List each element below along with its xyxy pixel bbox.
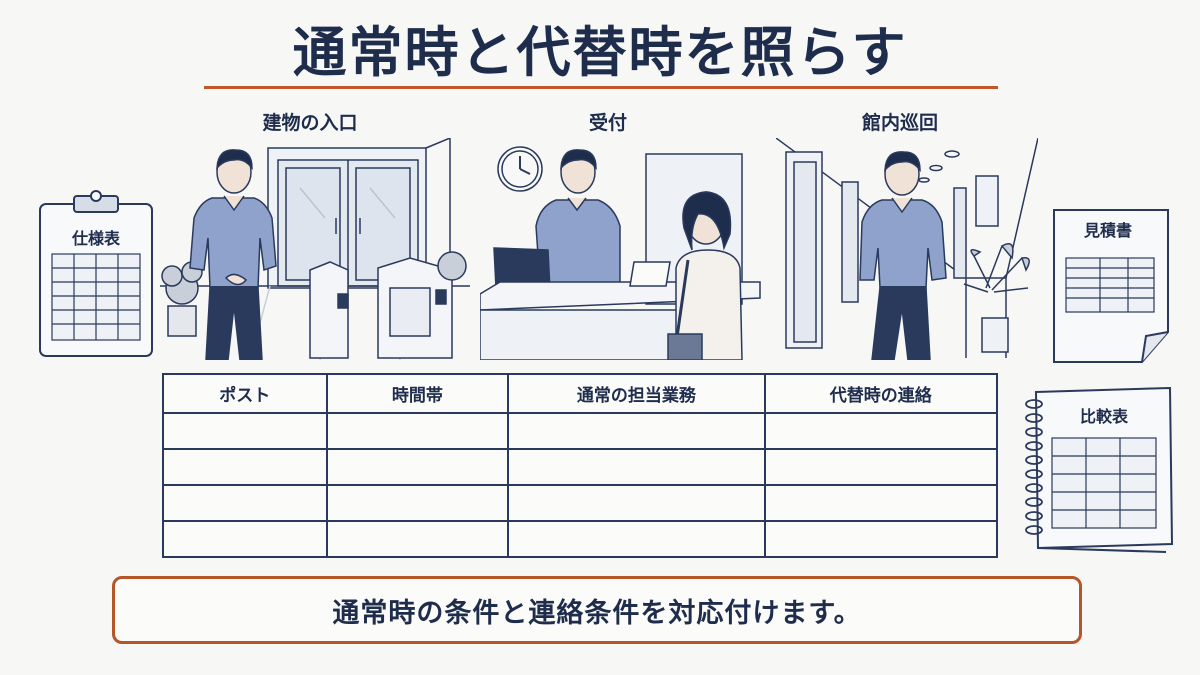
scene-label-patrol: 館内巡回 [861, 112, 938, 134]
table-cell [763, 520, 999, 558]
table-cell [162, 412, 328, 450]
reception-illustration [480, 146, 761, 360]
table-cell [162, 448, 328, 486]
table-cell [507, 412, 766, 450]
header-alternate-contact: 代替時の連絡 [763, 373, 999, 414]
table-cell [325, 448, 510, 486]
table-cell [763, 412, 999, 450]
table-row [162, 412, 999, 450]
caption-text: 通常時の条件と連絡条件を対応付けます。 [332, 597, 862, 629]
table-cell [325, 484, 510, 522]
table-row [162, 448, 999, 486]
table-cell [325, 412, 510, 450]
table-cell [507, 520, 766, 558]
table-cell [162, 484, 328, 522]
comparison-notebook: 比較表 [1025, 386, 1174, 553]
assignment-table: ポスト 時間帯 通常の担当業務 代替時の連絡 [162, 373, 999, 558]
estimate-label: 見積書 [1083, 221, 1132, 240]
comparison-label: 比較表 [1080, 407, 1129, 426]
header-normal-duty: 通常の担当業務 [507, 373, 766, 414]
table-cell [763, 448, 999, 486]
scene-label-reception: 受付 [588, 112, 627, 134]
table-header-row: ポスト 時間帯 通常の担当業務 代替時の連絡 [162, 373, 999, 414]
entrance-illustration [160, 138, 470, 360]
table-cell [162, 520, 328, 558]
table-row [162, 484, 999, 522]
header-post: ポスト [162, 373, 328, 414]
patrol-illustration [776, 138, 1038, 360]
table-cell [507, 484, 766, 522]
page-title: 通常時と代替時を照らす [292, 21, 908, 84]
table-cell [763, 484, 999, 522]
table-cell [507, 448, 766, 486]
header-time-slot: 時間帯 [325, 373, 510, 414]
caption-box: 通常時の条件と連絡条件を対応付けます。 [112, 576, 1082, 644]
spec-sheet-clipboard: 仕様表 [39, 190, 153, 357]
scene-label-entrance: 建物の入口 [262, 112, 358, 134]
spec-sheet-label: 仕様表 [71, 229, 121, 248]
title-underline [204, 86, 998, 89]
table-cell [325, 520, 510, 558]
estimate-document: 見積書 [1053, 209, 1169, 363]
table-row [162, 520, 999, 558]
